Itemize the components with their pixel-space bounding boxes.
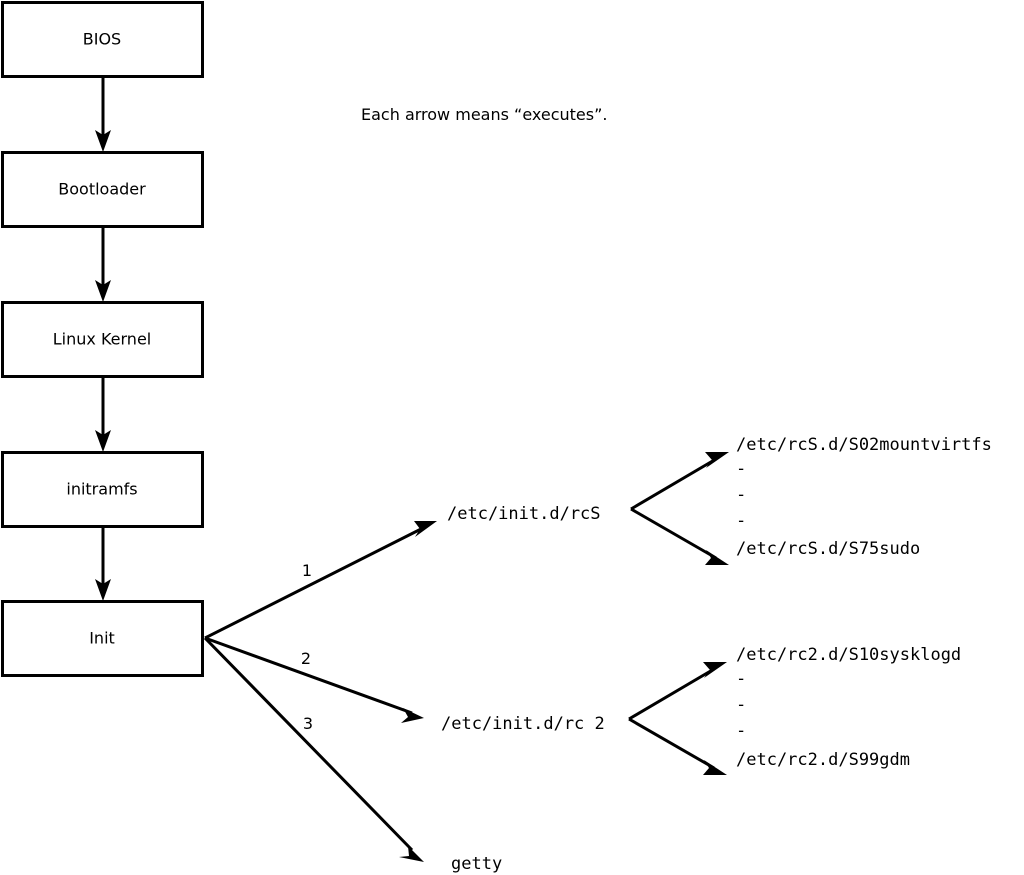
node-bootloader-rect bbox=[1, 151, 204, 228]
node-bios-rect bbox=[1, 1, 204, 78]
script-rcs-ellipsis-1: - bbox=[736, 459, 746, 479]
arrow-rc2-to-last-script bbox=[628, 717, 727, 775]
node-init-label: Init bbox=[89, 629, 115, 648]
branch-number-1: 1 bbox=[302, 561, 312, 580]
arrow-rcs-to-last-script bbox=[630, 507, 729, 565]
arrow-initramfs-to-init bbox=[95, 527, 111, 601]
arrow-rc2-to-first-script bbox=[628, 662, 727, 721]
arrow-init-branch-2 bbox=[204, 636, 424, 723]
node-init[interactable]: Init bbox=[1, 600, 204, 677]
node-initramfs[interactable]: initramfs bbox=[1, 451, 204, 528]
arrow-rcs-to-first-script bbox=[630, 452, 729, 511]
script-rc2-first[interactable]: /etc/rc2.d/S10sysklogd bbox=[736, 645, 961, 665]
node-linux-kernel[interactable]: Linux Kernel bbox=[1, 301, 204, 378]
script-rcs-last[interactable]: /etc/rcS.d/S75sudo bbox=[736, 539, 920, 559]
branch-number-3: 3 bbox=[303, 714, 313, 733]
script-rcs-first[interactable]: /etc/rcS.d/S02mountvirtfs bbox=[736, 435, 992, 455]
script-rc2-ellipsis-1: - bbox=[736, 669, 746, 689]
arrow-init-branch-3 bbox=[203, 636, 424, 862]
diagram-caption: Each arrow means “executes”. bbox=[361, 105, 607, 124]
node-bios-label: BIOS bbox=[83, 30, 121, 49]
script-rc2-last[interactable]: /etc/rc2.d/S99gdm bbox=[736, 750, 910, 770]
node-init-rect bbox=[1, 600, 204, 677]
node-linux-kernel-rect bbox=[1, 301, 204, 378]
script-rc2-ellipsis-2: - bbox=[736, 695, 746, 715]
node-initramfs-label: initramfs bbox=[66, 480, 137, 499]
script-rcs-ellipsis-2: - bbox=[736, 485, 746, 505]
label-init-d-rcs[interactable]: /etc/init.d/rcS bbox=[447, 504, 601, 524]
arrow-bootloader-to-kernel bbox=[95, 227, 111, 302]
node-bios[interactable]: BIOS bbox=[1, 1, 204, 78]
node-bootloader[interactable]: Bootloader bbox=[1, 151, 204, 228]
label-getty[interactable]: getty bbox=[451, 854, 502, 874]
node-linux-kernel-label: Linux Kernel bbox=[53, 330, 151, 349]
branch-number-2: 2 bbox=[301, 649, 311, 668]
node-bootloader-label: Bootloader bbox=[58, 180, 146, 199]
arrow-kernel-to-initramfs bbox=[95, 377, 111, 452]
arrow-init-branch-1 bbox=[204, 521, 437, 640]
arrow-bios-to-bootloader bbox=[95, 77, 111, 152]
label-init-d-rc2[interactable]: /etc/init.d/rc 2 bbox=[441, 714, 605, 734]
script-rcs-ellipsis-3: - bbox=[736, 511, 746, 531]
script-rc2-ellipsis-3: - bbox=[736, 721, 746, 741]
node-initramfs-rect bbox=[1, 451, 204, 528]
